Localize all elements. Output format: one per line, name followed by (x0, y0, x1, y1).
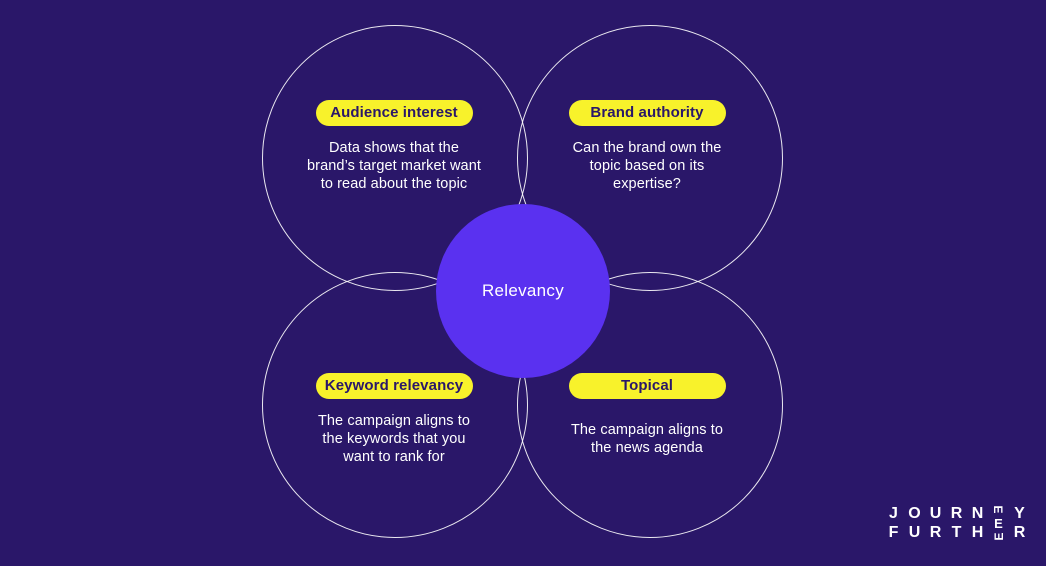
logo-letter: R (1013, 523, 1026, 541)
logo-letter: J (889, 504, 898, 522)
logo-letter: Y (1014, 504, 1025, 522)
logo-letter: F (888, 523, 899, 541)
description-topical: The campaign aligns to the news agenda (570, 422, 724, 456)
logo-letter: T (951, 523, 962, 541)
pill-keyword-relevancy: Keyword relevancy (315, 373, 473, 399)
description-keyword-relevancy: The campaign aligns to the keywords that… (317, 413, 471, 465)
center-label: Relevancy (481, 281, 565, 300)
description-wrap: Can the brand own the topic based on its… (573, 139, 722, 193)
logo-letter: U (908, 523, 921, 541)
pill-audience-interest: Audience interest (315, 100, 473, 126)
quadrant-keyword-relevancy: Keyword relevancy The campaign aligns to… (264, 373, 524, 466)
logo-letter: R (929, 523, 942, 541)
pill-brand-authority: Brand authority (568, 100, 726, 126)
quadrant-brand-authority: Brand authority Can the brand own the to… (517, 100, 777, 193)
description-audience-interest: Data shows that the brand’s target marke… (306, 140, 481, 192)
logo-letter: R (950, 504, 963, 522)
circle-outline-topical (517, 272, 783, 538)
logo-letter: O (908, 504, 921, 522)
center-circle-relevancy: Relevancy (436, 204, 610, 378)
logo-letter: H (971, 523, 984, 541)
quadrant-audience-interest: Audience interest Data shows that the br… (264, 100, 524, 193)
description-wrap: The campaign aligns to the keywords that… (318, 412, 470, 466)
description-brand-authority: Can the brand own the topic based on its… (572, 140, 722, 192)
journey-further-logo: J O U R N E Y F U R T H E R E (883, 504, 1030, 542)
logo-letter: U (929, 504, 942, 522)
description-wrap: Data shows that the brand’s target marke… (307, 139, 481, 193)
description-wrap: The campaign aligns to the news agenda (571, 412, 723, 466)
logo-e-mark-icon: E (994, 515, 1003, 531)
quadrant-topical: Topical The campaign aligns to the news … (517, 373, 777, 466)
pill-topical: Topical (568, 373, 726, 399)
logo-letter: N (971, 504, 984, 522)
